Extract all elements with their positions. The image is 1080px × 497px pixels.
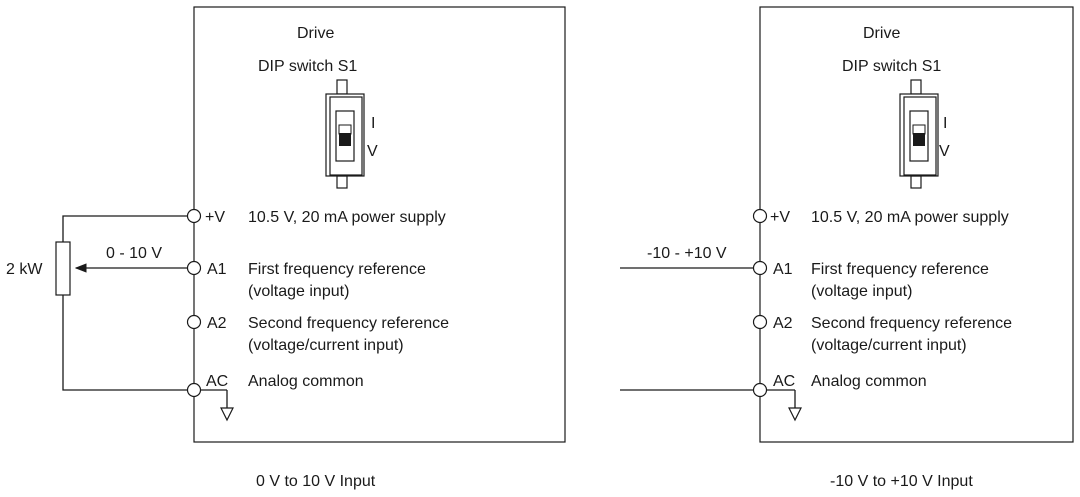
dip-switch-label: DIP switch S1 [258,58,357,75]
dip-switch-icon [325,79,365,189]
drive-box [193,6,566,443]
terminal-a1 [186,260,202,276]
switch-position-v: V [939,143,950,160]
terminal-ac [752,382,768,398]
terminal-ac [186,382,202,398]
terminal-plus-v [752,208,768,224]
terminal-desc-a1-line2: (voltage input) [811,283,912,300]
dip-switch-icon [899,79,939,189]
terminal-desc-ac: Analog common [248,373,364,390]
terminal-desc-plus-v: 10.5 V, 20 mA power supply [811,209,1009,226]
input-wires [620,267,753,391]
terminal-desc-a1-line1: First frequency reference [248,261,426,278]
switch-position-i: I [371,115,375,132]
terminal-desc-plus-v: 10.5 V, 20 mA power supply [248,209,446,226]
terminal-desc-a2-line1: Second frequency reference [811,315,1012,332]
terminal-a2 [186,314,202,330]
switch-position-i: I [943,115,947,132]
dip-switch-label: DIP switch S1 [842,58,941,75]
terminal-desc-ac: Analog common [811,373,927,390]
terminal-desc-a2-line2: (voltage/current input) [248,337,404,354]
ground-icon [200,389,234,422]
drive-title: Drive [297,25,334,42]
signal-label-left: 0 - 10 V [106,245,162,262]
terminal-a1 [752,260,768,276]
caption-left: 0 V to 10 V Input [256,473,376,490]
terminal-desc-a1-line2: (voltage input) [248,283,349,300]
terminal-id-plus-v: +V [770,209,790,226]
terminal-desc-a2-line1: Second frequency reference [248,315,449,332]
panel-voltage-pm10: Drive DIP switch S1 I V +V 10.5 V, 20 mA… [620,6,1074,490]
drive-title: Drive [863,25,900,42]
switch-position-v: V [367,143,378,160]
terminal-id-a2: A2 [207,315,227,332]
terminal-desc-a1-line1: First frequency reference [811,261,989,278]
terminal-plus-v [186,208,202,224]
terminal-desc-a2-line2: (voltage/current input) [811,337,967,354]
terminal-id-a1: A1 [207,261,227,278]
signal-label-right: -10 - +10 V [647,245,727,262]
panel-voltage-0-10: Drive DIP switch S1 I V +V 10.5 V, 20 mA… [6,6,566,490]
resistor-label: 2 kW [6,261,43,278]
terminal-a2 [752,314,768,330]
terminal-id-a1: A1 [773,261,793,278]
terminal-id-plus-v: +V [205,209,225,226]
potentiometer-icon [55,215,187,391]
caption-right: -10 V to +10 V Input [830,473,973,490]
ground-icon [766,389,802,422]
terminal-id-ac: AC [773,373,795,390]
terminal-id-ac: AC [206,373,228,390]
terminal-id-a2: A2 [773,315,793,332]
